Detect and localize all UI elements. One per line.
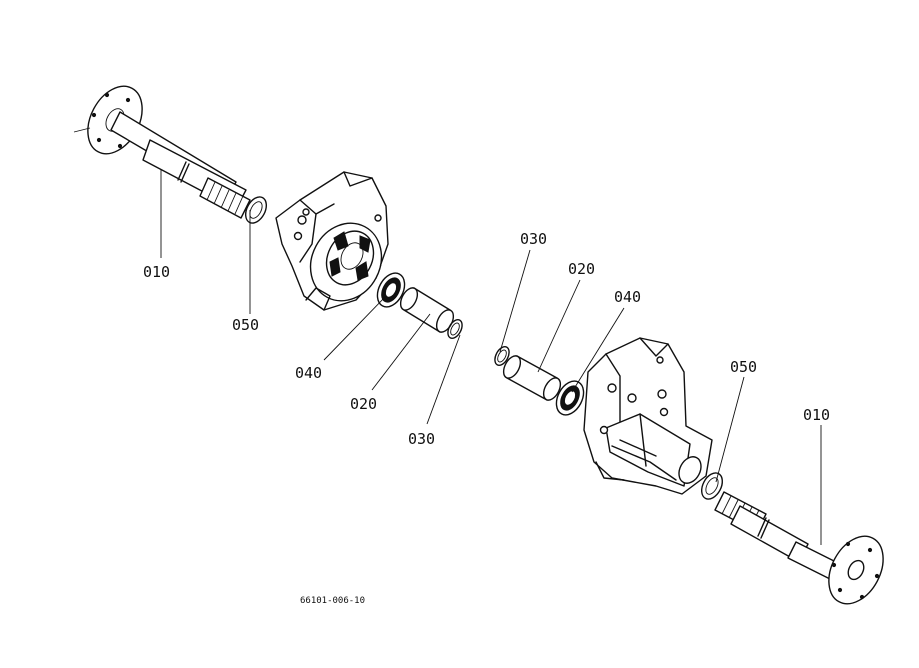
- label-right-axle: 010: [803, 406, 830, 424]
- leader-right-bearing: [571, 307, 625, 393]
- label-right-snap-ring: 030: [520, 230, 547, 248]
- drawing-reference-code: 66101-006-10: [300, 596, 365, 606]
- leader-right-seal: [715, 376, 745, 483]
- left-oil-seal: [244, 196, 268, 224]
- right-axle-shaft: [714, 491, 884, 605]
- left-final-case: [275, 171, 389, 311]
- label-left-snap-ring: 030: [408, 430, 435, 448]
- right-ball-bearing: [555, 380, 585, 416]
- callout-labels: 010 050 040 020 030 030 020 040 050 010: [143, 230, 830, 448]
- label-left-bearing: 040: [295, 364, 322, 382]
- leader-right-snap-ring: [499, 249, 531, 353]
- leader-lines: [160, 170, 822, 545]
- leader-left-collar: [371, 313, 431, 391]
- label-left-collar: 020: [350, 395, 377, 413]
- label-right-bearing: 040: [614, 288, 641, 306]
- left-collar: [399, 287, 455, 333]
- label-right-collar: 020: [568, 260, 595, 278]
- label-left-axle: 010: [143, 263, 170, 281]
- right-collar: [502, 355, 562, 401]
- left-snap-ring: [447, 319, 463, 339]
- right-final-case: [583, 337, 713, 495]
- leader-left-snap-ring: [426, 334, 461, 425]
- leader-left-bearing: [323, 295, 387, 361]
- label-right-seal: 050: [730, 358, 757, 376]
- left-axle-shaft: [73, 85, 251, 219]
- label-left-seal: 050: [232, 316, 259, 334]
- right-snap-ring: [494, 346, 510, 366]
- leader-right-collar: [537, 279, 581, 373]
